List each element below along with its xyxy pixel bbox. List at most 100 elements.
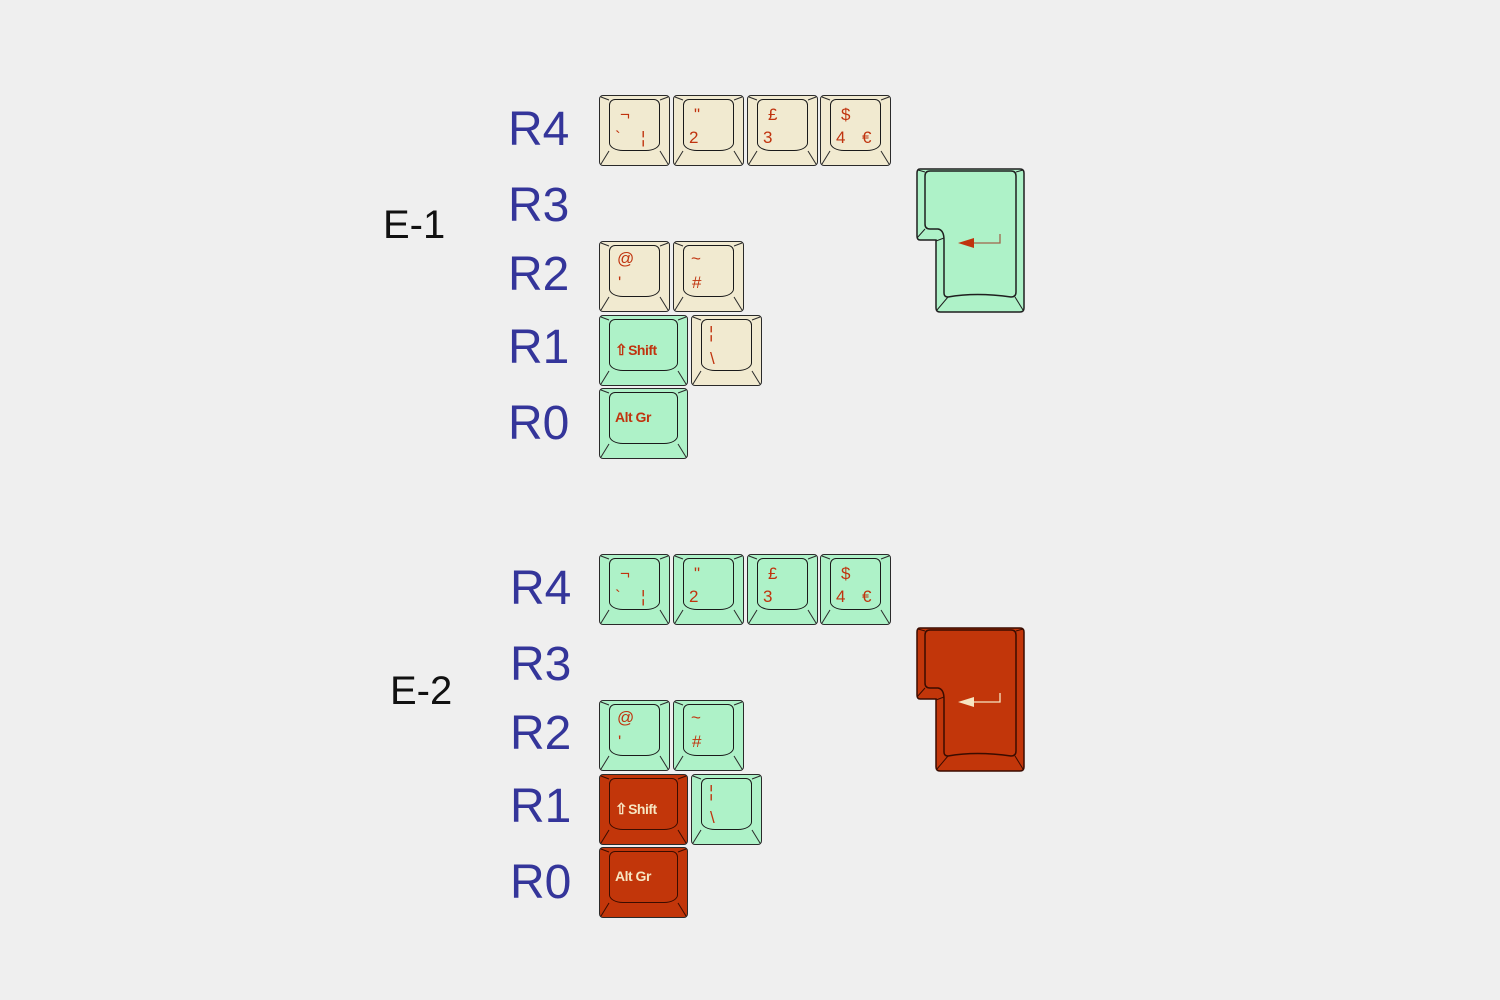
keycap-bevel-lines bbox=[600, 242, 669, 311]
keycap-top-surface bbox=[609, 99, 660, 151]
shift-legend: ⇧Shift bbox=[615, 341, 657, 359]
keycap-top-surface bbox=[683, 245, 734, 297]
row-label-r2: R2 bbox=[510, 707, 572, 760]
legend-bottom-right: € bbox=[862, 128, 872, 147]
row-label-r3: R3 bbox=[508, 179, 570, 232]
legend-top-left: ¬ bbox=[620, 105, 630, 124]
key-r2-1[interactable]: @' bbox=[599, 700, 670, 771]
legend-bottom-left: 3 bbox=[763, 128, 773, 147]
legend-top-left: $ bbox=[841, 105, 851, 124]
shift-label: Shift bbox=[628, 801, 657, 817]
key-r2-1[interactable]: @' bbox=[599, 241, 670, 312]
legend-top-left: " bbox=[694, 105, 701, 124]
legend-bottom-left: 4 bbox=[836, 587, 846, 606]
legend-top-left: £ bbox=[768, 105, 778, 124]
row-label-r0: R0 bbox=[510, 856, 572, 909]
row-label-r2: R2 bbox=[508, 248, 570, 301]
key-enter[interactable] bbox=[916, 168, 1026, 319]
enter-arrow-icon bbox=[958, 234, 1001, 248]
legend-bottom-left: \ bbox=[710, 349, 715, 368]
row-label-r4: R4 bbox=[508, 103, 570, 156]
legend-top-left: ¦ bbox=[709, 323, 714, 342]
key-r2-2[interactable]: ~# bbox=[673, 700, 744, 771]
key-r4-1[interactable]: ¬ ` ¦ bbox=[599, 95, 670, 166]
shift-label: Shift bbox=[628, 342, 657, 358]
keycap-bevel-lines bbox=[674, 555, 743, 624]
legend-top-left: $ bbox=[841, 564, 851, 583]
row-label-r1: R1 bbox=[508, 321, 570, 374]
group-label: E-2 bbox=[390, 669, 453, 713]
legend-bottom-left: 3 bbox=[763, 587, 773, 606]
key-backslash[interactable]: ¦\ bbox=[691, 774, 762, 845]
keycap-top-surface bbox=[609, 704, 660, 756]
keycap-bevel-lines bbox=[748, 96, 817, 165]
legend-bottom-left: ` bbox=[615, 587, 621, 606]
key-r4-2[interactable]: "2 bbox=[673, 554, 744, 625]
key-shift[interactable]: ⇧Shift bbox=[599, 315, 688, 386]
key-r4-2[interactable]: "2 bbox=[673, 95, 744, 166]
keycap-top-surface bbox=[701, 778, 752, 830]
keycap-bevel-lines bbox=[674, 701, 743, 770]
row-label-r0: R0 bbox=[508, 397, 570, 450]
legend-bottom-left: ' bbox=[618, 273, 622, 292]
key-shift[interactable]: ⇧Shift bbox=[599, 774, 688, 845]
keycap-bevel-lines bbox=[692, 775, 761, 844]
key-r4-3[interactable]: £3 bbox=[747, 554, 818, 625]
keycap-bevel-lines bbox=[600, 848, 687, 917]
enter-arrow-icon bbox=[958, 693, 1001, 707]
keycap-top-surface bbox=[609, 392, 678, 444]
legend-bottom-left: ' bbox=[618, 732, 622, 751]
keycap-top-surface bbox=[683, 558, 734, 610]
shift-arrow-icon: ⇧ bbox=[615, 801, 628, 818]
keycap-bevel-lines bbox=[674, 242, 743, 311]
keycap-top-surface bbox=[609, 558, 660, 610]
keycap-top-surface bbox=[609, 245, 660, 297]
key-r2-2[interactable]: ~# bbox=[673, 241, 744, 312]
group-label: E-1 bbox=[383, 203, 446, 247]
enter-keycap-top bbox=[924, 629, 1017, 757]
keycap-top-surface bbox=[609, 778, 678, 830]
keycap-bevel-lines bbox=[692, 316, 761, 385]
keycap-top-surface bbox=[757, 558, 808, 610]
key-altgr[interactable]: Alt Gr bbox=[599, 388, 688, 459]
legend-bottom-left: \ bbox=[710, 808, 715, 827]
key-enter[interactable] bbox=[916, 627, 1026, 778]
keycap-top-surface bbox=[830, 558, 881, 610]
row-label-r4: R4 bbox=[510, 562, 572, 615]
keycap-bevel-lines bbox=[821, 96, 890, 165]
keycap-bevel-lines bbox=[600, 389, 687, 458]
shift-arrow-icon: ⇧ bbox=[615, 342, 628, 359]
legend-bottom-left: ` bbox=[615, 128, 621, 147]
row-label-r3: R3 bbox=[510, 638, 572, 691]
keycap-top-surface bbox=[683, 99, 734, 151]
keycap-bevel-lines bbox=[748, 555, 817, 624]
key-r4-4[interactable]: $4 € bbox=[820, 95, 891, 166]
keycap-top-surface bbox=[701, 319, 752, 371]
key-backslash[interactable]: ¦\ bbox=[691, 315, 762, 386]
legend-bottom-right: ¦ bbox=[641, 128, 646, 147]
legend-bottom-left: 2 bbox=[689, 128, 699, 147]
legend-top-left: ¦ bbox=[709, 782, 714, 801]
keycap-bevel-lines bbox=[674, 96, 743, 165]
key-altgr[interactable]: Alt Gr bbox=[599, 847, 688, 918]
legend-top-left: " bbox=[694, 564, 701, 583]
key-r4-1[interactable]: ¬ ` ¦ bbox=[599, 554, 670, 625]
legend-bottom-right: € bbox=[862, 587, 872, 606]
altgr-label: Alt Gr bbox=[615, 409, 651, 425]
legend-bottom-left: 4 bbox=[836, 128, 846, 147]
legend-top-left: ~ bbox=[691, 708, 701, 727]
altgr-label: Alt Gr bbox=[615, 868, 651, 884]
legend-top-left: ¬ bbox=[620, 564, 630, 583]
enter-keycap-top bbox=[924, 170, 1017, 298]
keycap-top-surface bbox=[609, 851, 678, 903]
legend-top-left: ~ bbox=[691, 249, 701, 268]
key-r4-4[interactable]: $4 € bbox=[820, 554, 891, 625]
row-label-r1: R1 bbox=[510, 780, 572, 833]
key-r4-3[interactable]: £3 bbox=[747, 95, 818, 166]
keycap-bevel-lines bbox=[600, 555, 669, 624]
legend-top-left: @ bbox=[617, 249, 635, 268]
legend-bottom-right: ¦ bbox=[641, 587, 646, 606]
keycap-bevel-lines bbox=[600, 316, 687, 385]
keycap-top-surface bbox=[757, 99, 808, 151]
keycap-top-surface bbox=[683, 704, 734, 756]
